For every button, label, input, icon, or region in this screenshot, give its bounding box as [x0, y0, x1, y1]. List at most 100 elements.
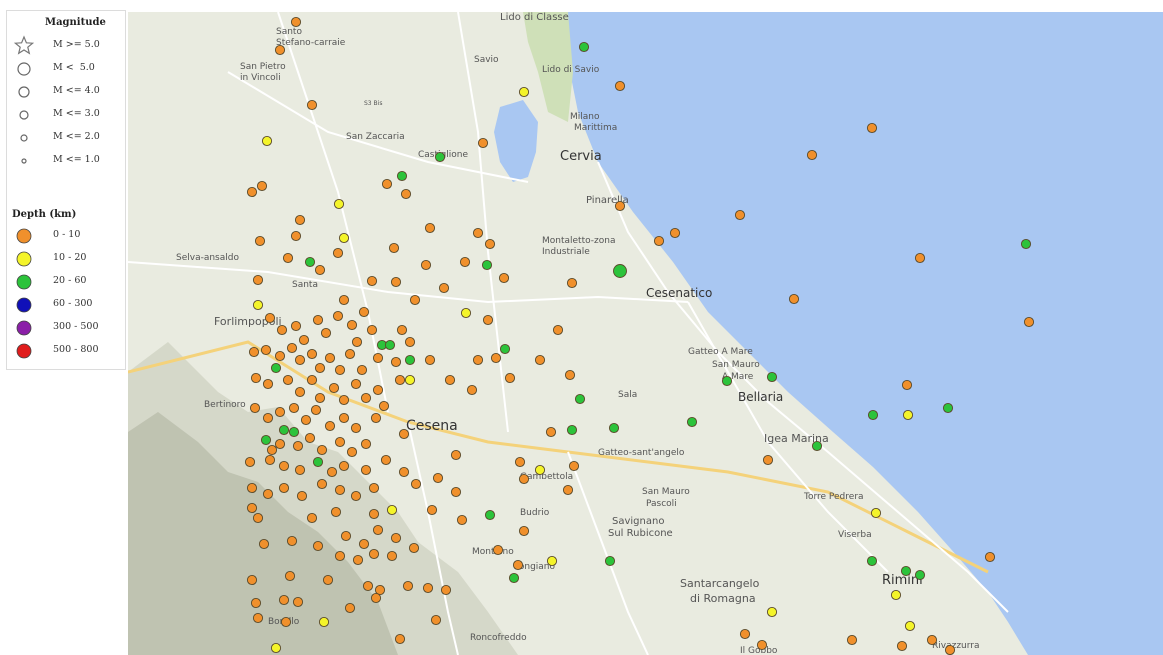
- earthquake-marker[interactable]: [404, 336, 416, 348]
- earthquake-marker[interactable]: [481, 259, 493, 271]
- earthquake-marker[interactable]: [409, 294, 421, 306]
- earthquake-marker[interactable]: [350, 490, 362, 502]
- earthquake-marker[interactable]: [266, 444, 278, 456]
- earthquake-marker[interactable]: [282, 252, 294, 264]
- earthquake-marker[interactable]: [472, 354, 484, 366]
- earthquake-marker[interactable]: [566, 277, 578, 289]
- earthquake-marker[interactable]: [578, 41, 590, 53]
- earthquake-marker[interactable]: [384, 339, 396, 351]
- earthquake-marker[interactable]: [534, 354, 546, 366]
- earthquake-marker[interactable]: [344, 348, 356, 360]
- earthquake-marker[interactable]: [351, 336, 363, 348]
- earthquake-marker[interactable]: [306, 374, 318, 386]
- earthquake-marker[interactable]: [306, 348, 318, 360]
- earthquake-marker[interactable]: [400, 188, 412, 200]
- earthquake-marker[interactable]: [870, 507, 882, 519]
- earthquake-marker[interactable]: [368, 548, 380, 560]
- earthquake-marker[interactable]: [290, 230, 302, 242]
- earthquake-marker[interactable]: [314, 362, 326, 374]
- earthquake-marker[interactable]: [914, 252, 926, 264]
- earthquake-marker[interactable]: [721, 375, 733, 387]
- earthquake-marker[interactable]: [394, 374, 406, 386]
- earthquake-marker[interactable]: [304, 256, 316, 268]
- earthquake-marker[interactable]: [366, 275, 378, 287]
- earthquake-marker[interactable]: [278, 594, 290, 606]
- earthquake-marker[interactable]: [262, 488, 274, 500]
- earthquake-marker[interactable]: [294, 214, 306, 226]
- earthquake-marker[interactable]: [366, 324, 378, 336]
- earthquake-marker[interactable]: [340, 530, 352, 542]
- earthquake-marker[interactable]: [278, 482, 290, 494]
- earthquake-marker[interactable]: [260, 344, 272, 356]
- earthquake-marker[interactable]: [490, 352, 502, 364]
- earthquake-marker[interactable]: [288, 402, 300, 414]
- earthquake-marker[interactable]: [356, 364, 368, 376]
- earthquake-marker[interactable]: [386, 550, 398, 562]
- earthquake-marker[interactable]: [456, 514, 468, 526]
- earthquake-marker[interactable]: [398, 428, 410, 440]
- earthquake-marker[interactable]: [318, 616, 330, 628]
- earthquake-marker[interactable]: [766, 606, 778, 618]
- earthquake-marker[interactable]: [380, 454, 392, 466]
- earthquake-marker[interactable]: [346, 446, 358, 458]
- earthquake-marker[interactable]: [410, 478, 422, 490]
- earthquake-marker[interactable]: [334, 364, 346, 376]
- earthquake-marker[interactable]: [434, 151, 446, 163]
- earthquake-marker[interactable]: [320, 327, 332, 339]
- earthquake-marker[interactable]: [244, 456, 256, 468]
- earthquake-marker[interactable]: [1023, 316, 1035, 328]
- earthquake-marker[interactable]: [450, 486, 462, 498]
- earthquake-marker[interactable]: [360, 464, 372, 476]
- earthquake-marker[interactable]: [378, 400, 390, 412]
- earthquake-marker[interactable]: [372, 524, 384, 536]
- earthquake-marker[interactable]: [386, 504, 398, 516]
- earthquake-marker[interactable]: [314, 392, 326, 404]
- earthquake-marker[interactable]: [310, 404, 322, 416]
- map-canvas[interactable]: Lido di ClasseSantoStefano-carraieSavioL…: [128, 12, 1163, 655]
- earthquake-marker[interactable]: [350, 422, 362, 434]
- earthquake-marker[interactable]: [330, 506, 342, 518]
- earthquake-marker[interactable]: [246, 186, 258, 198]
- earthquake-marker[interactable]: [262, 412, 274, 424]
- earthquake-marker[interactable]: [499, 343, 511, 355]
- earthquake-marker[interactable]: [806, 149, 818, 161]
- earthquake-marker[interactable]: [346, 319, 358, 331]
- earthquake-marker[interactable]: [942, 402, 954, 414]
- earthquake-marker[interactable]: [358, 306, 370, 318]
- earthquake-marker[interactable]: [901, 379, 913, 391]
- earthquake-marker[interactable]: [381, 178, 393, 190]
- earthquake-marker[interactable]: [312, 314, 324, 326]
- earthquake-marker[interactable]: [252, 512, 264, 524]
- earthquake-marker[interactable]: [261, 135, 273, 147]
- earthquake-marker[interactable]: [350, 378, 362, 390]
- earthquake-marker[interactable]: [396, 170, 408, 182]
- earthquake-marker[interactable]: [338, 460, 350, 472]
- earthquake-marker[interactable]: [518, 525, 530, 537]
- earthquake-marker[interactable]: [352, 554, 364, 566]
- earthquake-marker[interactable]: [438, 282, 450, 294]
- earthquake-marker[interactable]: [332, 310, 344, 322]
- earthquake-marker[interactable]: [274, 438, 286, 450]
- earthquake-marker[interactable]: [328, 382, 340, 394]
- earthquake-marker[interactable]: [546, 555, 558, 567]
- earthquake-marker[interactable]: [430, 614, 442, 626]
- earthquake-marker[interactable]: [322, 574, 334, 586]
- earthquake-marker[interactable]: [459, 256, 471, 268]
- earthquake-marker[interactable]: [396, 324, 408, 336]
- earthquake-events[interactable]: [244, 16, 1035, 655]
- earthquake-marker[interactable]: [256, 180, 268, 192]
- earthquake-marker[interactable]: [422, 582, 434, 594]
- earthquake-marker[interactable]: [614, 80, 626, 92]
- earthquake-marker[interactable]: [338, 232, 350, 244]
- earthquake-marker[interactable]: [358, 538, 370, 550]
- earthquake-marker[interactable]: [926, 634, 938, 646]
- earthquake-marker[interactable]: [306, 512, 318, 524]
- earthquake-marker[interactable]: [518, 473, 530, 485]
- earthquake-marker[interactable]: [306, 99, 318, 111]
- earthquake-marker[interactable]: [264, 454, 276, 466]
- earthquake-marker[interactable]: [260, 434, 272, 446]
- earthquake-marker[interactable]: [338, 294, 350, 306]
- earthquake-marker[interactable]: [344, 602, 356, 614]
- earthquake-marker[interactable]: [686, 416, 698, 428]
- earthquake-marker[interactable]: [896, 640, 908, 652]
